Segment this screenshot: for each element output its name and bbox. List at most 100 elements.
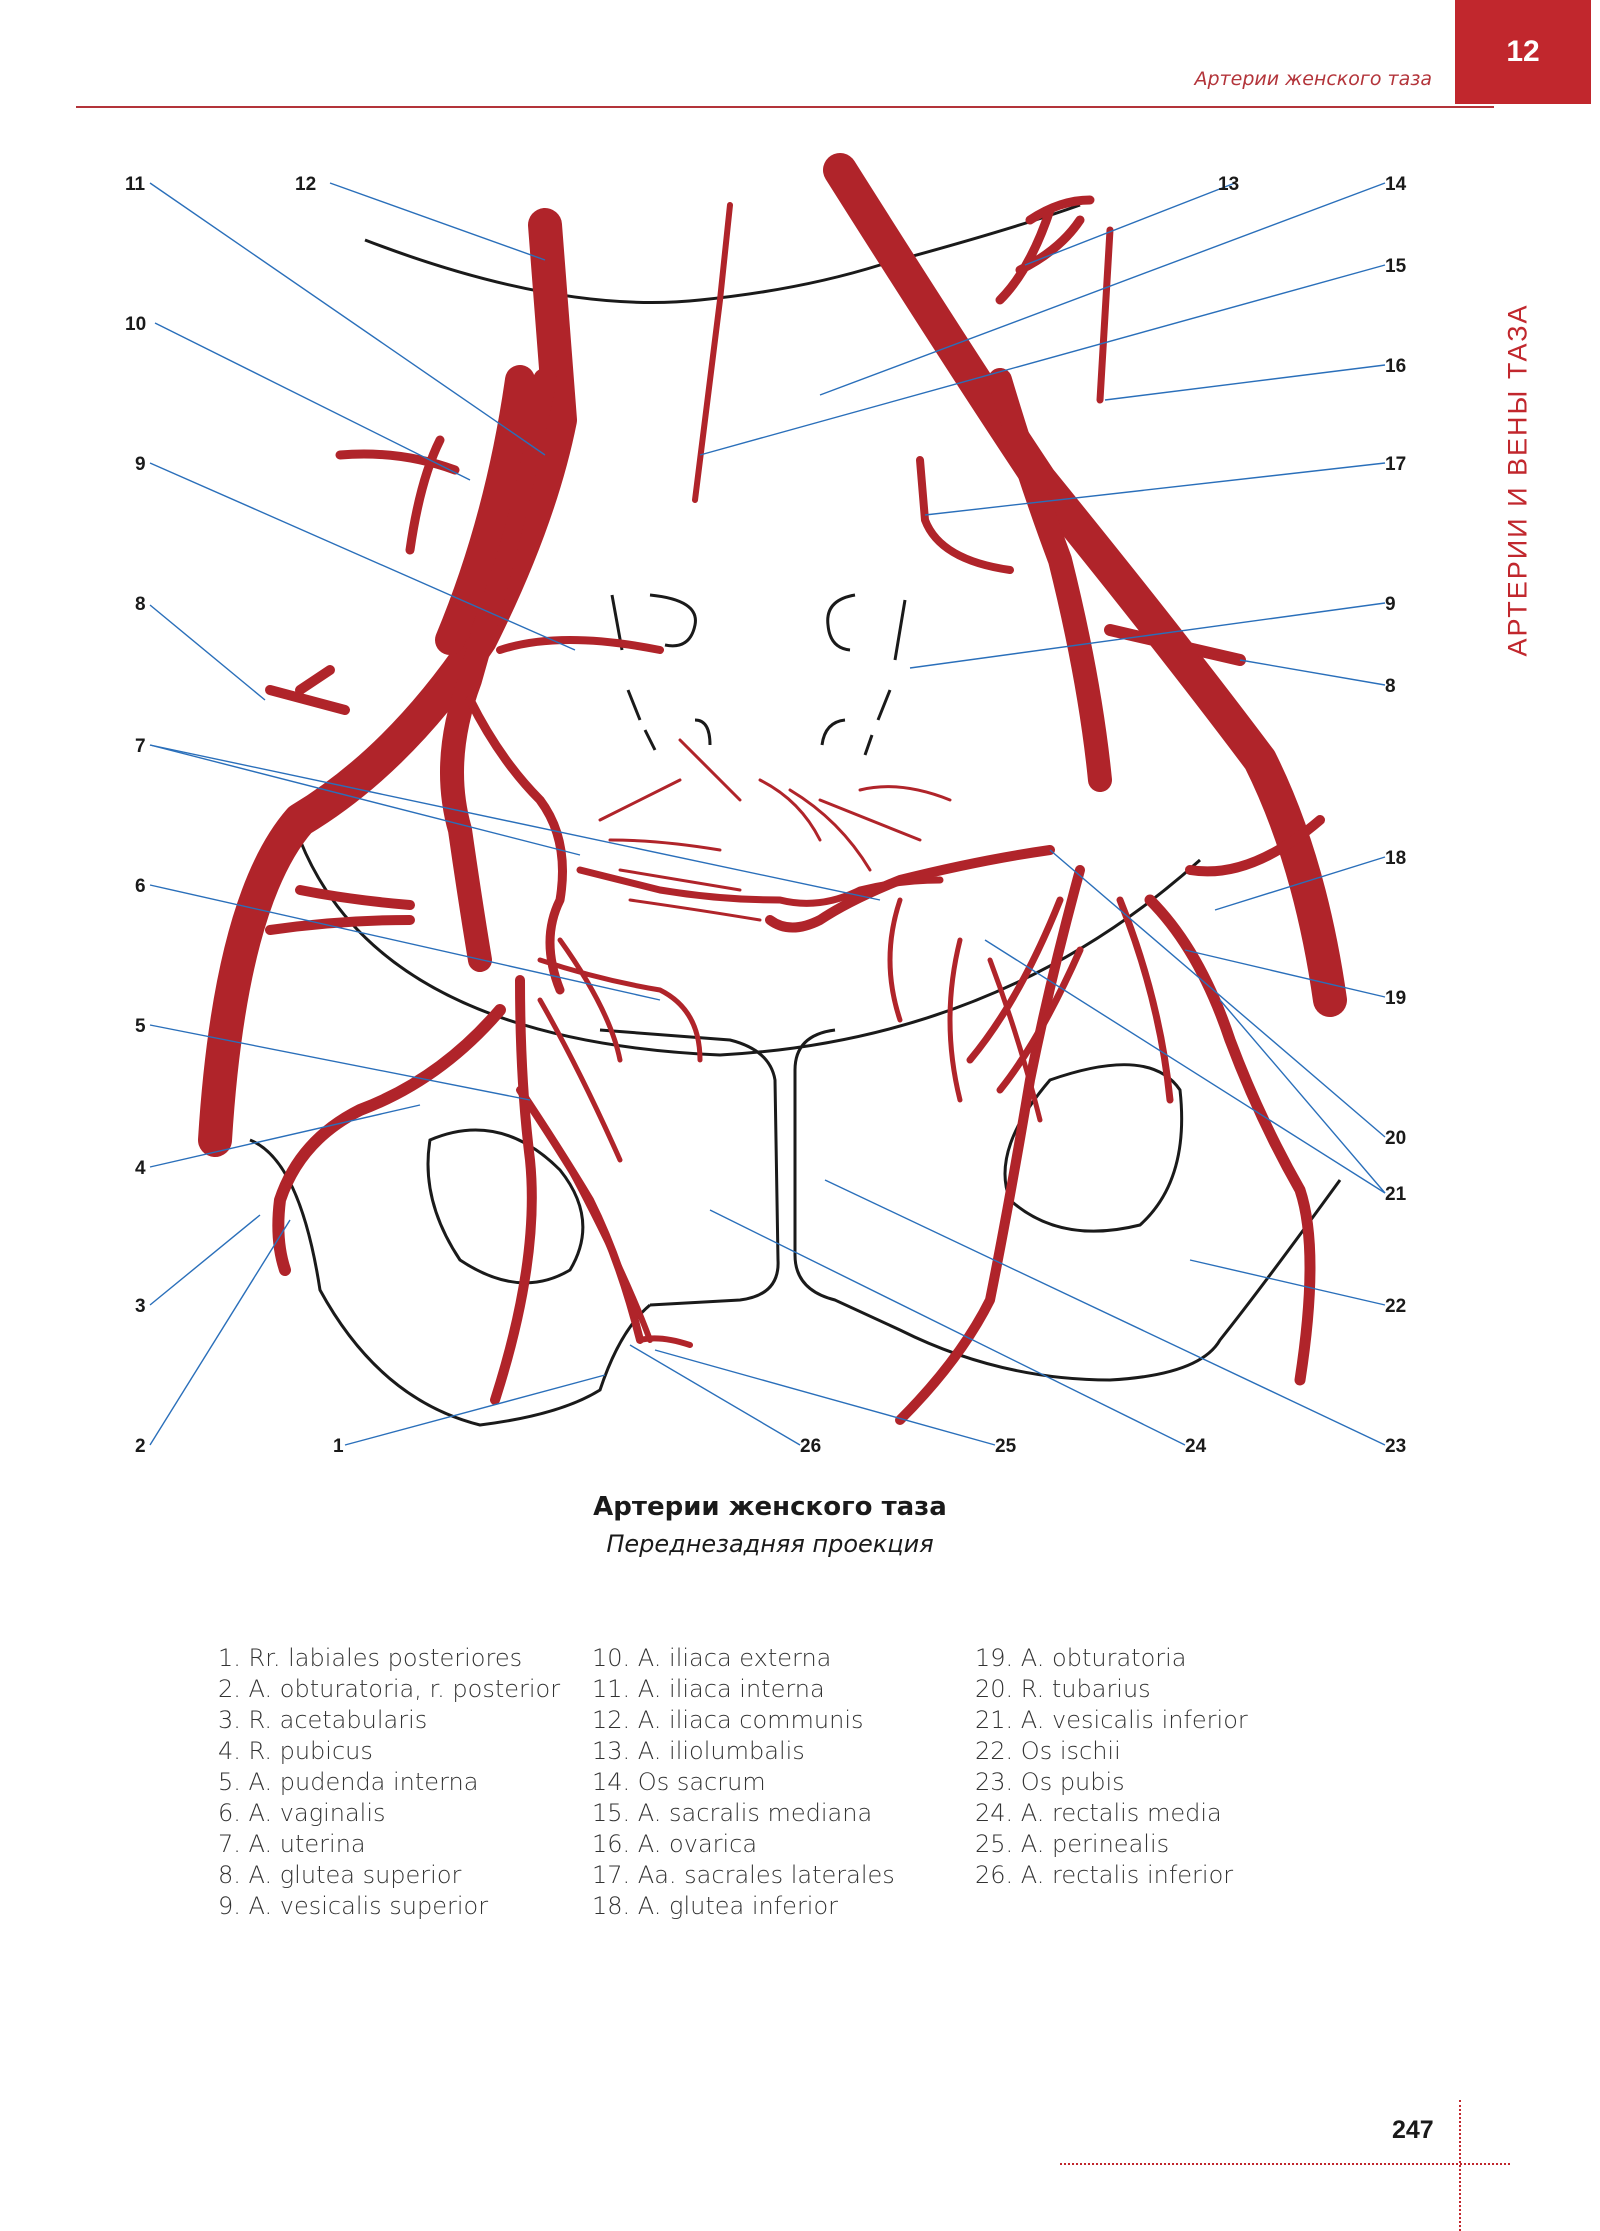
label-18: 18 <box>1385 848 1406 869</box>
legend-column-1: 1. Rr. labiales posteriores 2. A. obtura… <box>218 1643 560 1922</box>
legend-column-2: 10. A. iliaca externa 11. A. iliaca inte… <box>592 1643 895 1922</box>
right-iliolumbalis <box>995 195 1095 305</box>
label-2: 2 <box>135 1436 146 1457</box>
legend-item: 12. A. iliaca communis <box>592 1706 864 1734</box>
right-uterine-artery <box>765 845 1055 933</box>
left-uterine-tortuous <box>576 866 944 907</box>
right-internal-iliac-artery <box>988 368 1112 792</box>
left-uterine-artery <box>465 695 567 995</box>
left-internal-iliac-artery <box>440 368 557 972</box>
label-9-right: 9 <box>1385 594 1396 615</box>
legend-item: 2. A. obturatoria, r. posterior <box>218 1675 561 1703</box>
left-pudenda-interna <box>272 1004 506 1276</box>
left-branch-upper <box>335 435 460 555</box>
right-sacral-foramen-upper <box>826 593 856 652</box>
right-glutea-inferior <box>1185 815 1325 877</box>
left-perineal-branch <box>516 1086 644 1344</box>
legend-item: 8. A. glutea superior <box>218 1861 462 1889</box>
footer-dotted-vertical <box>1459 2100 1461 2231</box>
left-pubis-outline <box>599 1028 780 1307</box>
right-ovarica <box>1096 226 1114 404</box>
left-vesical-branch <box>496 636 664 654</box>
legend-item: 6. A. vaginalis <box>218 1799 386 1827</box>
legend-item: 21. A. vesicalis inferior <box>975 1706 1248 1734</box>
label-11: 11 <box>125 174 146 195</box>
left-glutea-branch <box>265 665 350 715</box>
label-9-left: 9 <box>135 454 146 475</box>
right-lateral-branches <box>966 896 1174 1104</box>
legend-item: 18. A. glutea inferior <box>592 1892 839 1920</box>
right-sacral-foramen-lower <box>820 718 846 746</box>
left-rectal-branches <box>557 1147 693 1348</box>
legend-item: 11. A. iliaca interna <box>592 1675 825 1703</box>
figure-caption-subtitle: Переднезадняя проекция <box>606 1530 934 1558</box>
label-22: 22 <box>1385 1296 1406 1317</box>
legend-item: 4. R. pubicus <box>218 1737 373 1765</box>
legend-item: 23. Os pubis <box>975 1768 1125 1796</box>
label-20: 20 <box>1385 1128 1406 1149</box>
right-sacral-lateral <box>916 456 1014 574</box>
right-obturator-foramen <box>1003 1063 1184 1233</box>
artery-network <box>198 153 1347 1425</box>
legend-item: 19. A. obturatoria <box>975 1644 1187 1672</box>
label-8-left: 8 <box>135 594 146 615</box>
right-external-iliac-artery <box>823 153 1347 1017</box>
legend-item: 7. A. uterina <box>218 1830 366 1858</box>
label-4: 4 <box>135 1158 146 1179</box>
legend-item: 26. A. rectalis inferior <box>975 1861 1234 1889</box>
left-sacral-foramen-lower <box>694 718 712 746</box>
sacrum-right-edge <box>863 599 907 756</box>
running-header-title: Артерии женского таза <box>1194 68 1433 90</box>
label-25: 25 <box>995 1436 1017 1457</box>
label-5: 5 <box>135 1016 146 1037</box>
figure-caption-title: Артерии женского таза <box>593 1492 947 1522</box>
legend-item: 16. A. ovarica <box>592 1830 758 1858</box>
left-ischium-outline <box>249 1138 651 1427</box>
leader-lines <box>149 182 1386 1446</box>
legend-item: 9. A. vesicalis superior <box>218 1892 489 1920</box>
label-8-right: 8 <box>1385 676 1396 697</box>
label-15: 15 <box>1385 256 1407 277</box>
label-23: 23 <box>1385 1436 1406 1457</box>
left-descending-branch <box>490 975 537 1405</box>
legend-item: 13. A. iliolumbalis <box>592 1737 805 1765</box>
label-12: 12 <box>295 174 316 195</box>
label-26: 26 <box>800 1436 821 1457</box>
left-sacral-foramen-upper <box>649 593 697 648</box>
bone-outlines <box>249 203 1342 1427</box>
sacrum-left-edge <box>610 594 657 751</box>
legend-item: 17. Aa. sacrales laterales <box>592 1861 895 1889</box>
legend-item: 10. A. iliaca externa <box>592 1644 832 1672</box>
legend-item: 25. A. perinealis <box>975 1830 1170 1858</box>
page-number: 247 <box>1392 2116 1434 2144</box>
label-3: 3 <box>135 1296 146 1317</box>
legend-item: 5. A. pudenda interna <box>218 1768 479 1796</box>
left-obturatoria <box>265 885 415 935</box>
legend-item: 24. A. rectalis media <box>975 1799 1222 1827</box>
label-24: 24 <box>1185 1436 1207 1457</box>
label-16: 16 <box>1385 356 1406 377</box>
uterine-plexus <box>598 738 952 922</box>
right-glutea-superior-branch <box>1104 624 1246 666</box>
figure-labels: 11 12 10 9 8 7 6 5 4 3 2 1 13 14 15 16 1… <box>125 174 1407 1457</box>
right-small-branches <box>887 897 1043 1123</box>
left-common-iliac-trunk <box>435 365 535 655</box>
left-small-branches <box>537 937 703 1163</box>
median-sacral-artery <box>692 202 733 503</box>
legend-item: 3. R. acetabularis <box>218 1706 428 1734</box>
label-14: 14 <box>1385 174 1407 195</box>
right-inferior-branches <box>895 865 1085 1425</box>
legend-column-3: 19. A. obturatoria 20. R. tubarius 21. A… <box>975 1643 1248 1891</box>
footer-dotted-rule <box>1060 2163 1510 2165</box>
pelvic-brim-outline <box>298 839 1202 1057</box>
legend-item: 1. Rr. labiales posteriores <box>218 1644 523 1672</box>
iliac-crest-outline <box>364 203 1081 304</box>
label-6: 6 <box>135 876 146 897</box>
right-obturatoria-branch <box>1144 894 1316 1386</box>
label-19: 19 <box>1385 988 1406 1009</box>
label-10: 10 <box>125 314 146 335</box>
legend-item: 22. Os ischii <box>975 1737 1121 1765</box>
legend-item: 20. R. tubarius <box>975 1675 1151 1703</box>
label-7: 7 <box>135 736 146 757</box>
